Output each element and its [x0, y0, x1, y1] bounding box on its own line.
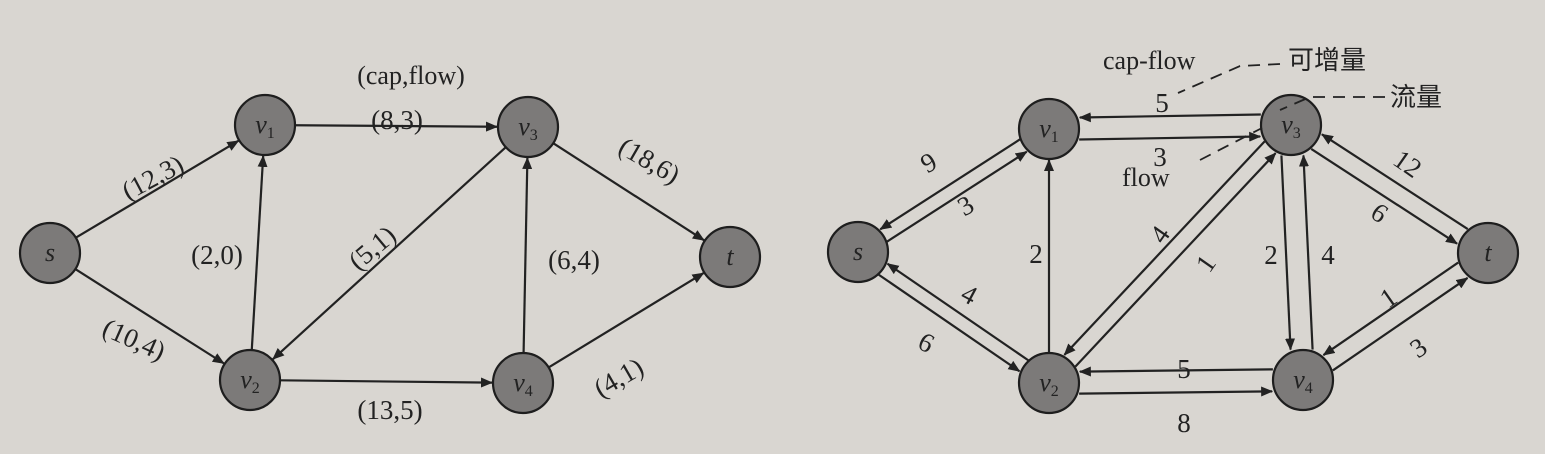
right-node-circle-v3: [1259, 93, 1323, 157]
right-edge-label-s-v1: 9: [915, 146, 942, 179]
right-node-v2: v2: [1017, 351, 1081, 415]
left-edge-v2-v4: [279, 377, 494, 388]
right-node-label-t: t: [1484, 238, 1492, 267]
left-node-circle-s: [18, 221, 82, 285]
left-node-v2: v2: [218, 348, 282, 412]
left-edge-s-v1: [75, 139, 240, 239]
left-graph-edges: (12,3)(10,4)(2,0)(8,3)(5,1)(13,5)(6,4)(1…: [74, 105, 705, 425]
left-node-circle-v1: [233, 93, 297, 157]
right-edge-t-v3: [1321, 133, 1469, 231]
right-edge-v2-v4: [1079, 386, 1274, 397]
left-edge-v2-v1: [250, 154, 268, 351]
right-graph-annotations: cap-flow 可增量 流量 flow: [1103, 46, 1442, 192]
right-edge-v3-t: [1310, 147, 1458, 245]
right-edge-label-v2-s: 4: [956, 278, 982, 311]
left-node-v4: v4: [491, 351, 555, 415]
left-edge-label-s-v2: (10,4): [98, 312, 170, 366]
left-edge-v4-v3: [522, 156, 533, 354]
right-node-v4: v4: [1271, 348, 1335, 412]
left-node-circle-v3: [496, 95, 560, 159]
right-graph-nodes: s v1 v2 v3 v4 t: [826, 93, 1520, 415]
left-edge-label-v3-t: (18,6): [614, 131, 685, 190]
right-edge-t-v4: [1322, 261, 1459, 356]
cap-flow-annotation: cap-flow: [1103, 46, 1196, 75]
right-node-v3: v3: [1259, 93, 1323, 157]
left-edge-label-s-v1: (12,3): [117, 149, 189, 206]
right-edge-label-v3-v4: 4: [1321, 240, 1335, 270]
left-edge-v4-t: [548, 272, 705, 369]
right-edge-label-v2-v4: 8: [1177, 408, 1191, 438]
left-graph-nodes: s v1 v2 v3 v4 t: [18, 93, 762, 415]
right-edge-v1-s: [879, 138, 1021, 231]
right-edge-v3-v2: [1063, 140, 1266, 356]
left-edge-label-v2-v4: (13,5): [357, 395, 422, 425]
right-edge-v1-v3: [1079, 131, 1262, 142]
left-node-s: s: [18, 221, 82, 285]
left-node-label-s: s: [45, 238, 55, 267]
right-edge-label-v4-t: 3: [1404, 332, 1432, 364]
left-node-label-t: t: [726, 242, 734, 271]
right-node-label-s: s: [853, 237, 863, 266]
right-edge-label-v1-v3: 5: [1155, 88, 1169, 118]
left-node-v1: v1: [233, 93, 297, 157]
flow-cn-leader-line: [1279, 96, 1385, 111]
right-edge-label-t-v4: 1: [1374, 282, 1402, 314]
left-edge-v3-t: [552, 142, 705, 242]
left-edge-label-v2-v1: (2,0): [191, 240, 243, 270]
left-edge-s-v2: [74, 268, 225, 365]
right-edge-v3-v4: [1280, 155, 1296, 351]
right-edge-label-v4-v2: 5: [1177, 354, 1191, 384]
right-edge-v4-v3: [1298, 154, 1314, 350]
right-edge-v4-t: [1332, 277, 1469, 372]
right-edge-label-t-v3: 6: [1365, 197, 1393, 229]
right-edge-s-v2: [878, 273, 1021, 373]
right-edge-label-v3-v2: 4: [1144, 220, 1177, 249]
right-node-circle-t: [1456, 221, 1520, 285]
left-node-circle-t: [698, 225, 762, 289]
flow-cn-annotation: 流量: [1390, 83, 1442, 112]
right-edge-label-v3-t: 12: [1388, 144, 1427, 184]
right-edge-s-v1: [886, 150, 1028, 243]
right-edge-v3-v1: [1078, 112, 1261, 123]
right-edge-label-v1-s: 3: [952, 189, 979, 222]
left-graph-header: (cap,flow): [357, 61, 465, 90]
right-node-circle-v4: [1271, 348, 1335, 412]
left-edge-label-v4-v3: (6,4): [548, 245, 600, 275]
left-edge-label-v1-v3: (8,3): [371, 105, 423, 135]
left-edge-label-v4-t: (4,1): [589, 352, 649, 404]
flow-leader-line: [1199, 127, 1263, 161]
right-node-s: s: [826, 220, 890, 284]
right-node-circle-s: [826, 220, 890, 284]
increment-annotation: 可增量: [1288, 46, 1366, 75]
increment-leader-line: [1177, 63, 1281, 94]
left-node-circle-v2: [218, 348, 282, 412]
right-edge-v2-s: [886, 262, 1029, 362]
right-edge-label-s-v2: 6: [913, 326, 939, 359]
left-edge-v1-v3: [294, 121, 499, 132]
left-node-v3: v3: [496, 95, 560, 159]
right-edge-v2-v3: [1074, 152, 1277, 368]
right-node-v1: v1: [1017, 97, 1081, 161]
right-edge-label-v2-v3: 1: [1190, 249, 1222, 277]
right-edge-label-v4-v3: 2: [1264, 240, 1278, 270]
flow-annotation: flow: [1122, 163, 1170, 192]
right-node-circle-v2: [1017, 351, 1081, 415]
right-node-t: t: [1456, 221, 1520, 285]
right-edge-v4-v2: [1078, 366, 1273, 377]
right-edge-label-v2-v1: 2: [1029, 239, 1043, 269]
left-node-t: t: [698, 225, 762, 289]
right-node-circle-v1: [1017, 97, 1081, 161]
left-node-circle-v4: [491, 351, 555, 415]
left-edge-v3-v2: [272, 146, 507, 360]
right-edge-label-v3-v1: 3: [1153, 142, 1167, 172]
